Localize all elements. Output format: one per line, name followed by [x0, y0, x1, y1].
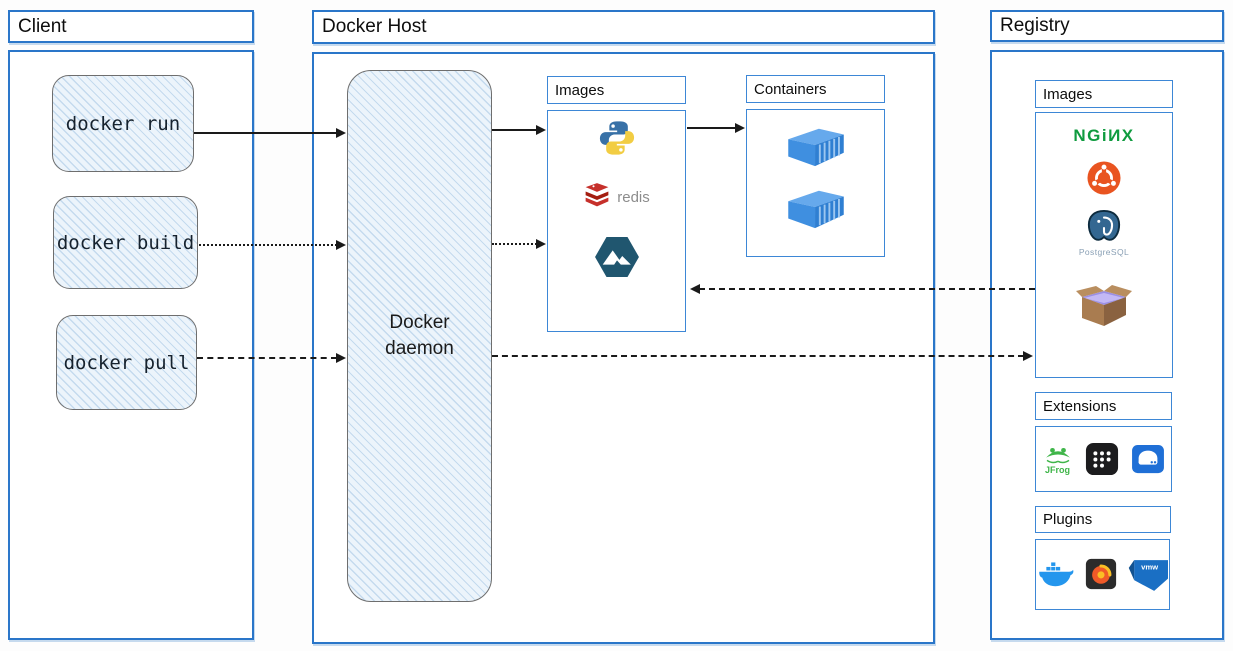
plugins-title-bar: Plugins [1035, 506, 1171, 533]
registry-images-list: NGiИX PostgreSQL [1035, 126, 1173, 328]
registry-images-panel [1035, 112, 1173, 378]
docker-build-box[interactable]: docker build [53, 196, 198, 289]
client-title-bar: Client [8, 10, 254, 43]
docker-run-box[interactable]: docker run [52, 75, 194, 172]
client-title: Client [18, 15, 67, 37]
docker-daemon-label: Docker daemon [385, 312, 454, 359]
docker-pull-box[interactable]: docker pull [56, 315, 197, 410]
nginx-wordmark: NGiИX [1073, 126, 1135, 145]
docker-pull-label: docker pull [63, 351, 190, 374]
docker-run-label: docker run [65, 112, 181, 135]
arrow-daemon-to-registry [492, 350, 1033, 362]
containers-title: Containers [754, 80, 827, 98]
python-icon [597, 118, 637, 158]
alpine-icon [594, 236, 640, 278]
disk-drive-icon [1131, 444, 1165, 474]
arrow-build-to-daemon [199, 239, 346, 251]
jfrog-label: JFrog [1044, 465, 1070, 475]
arrow-pull-to-daemon [197, 352, 346, 364]
nginx-icon: NGiИX [1073, 126, 1134, 146]
host-images-title: Images [555, 81, 605, 99]
vmware-label: vmw [1141, 562, 1158, 571]
extensions-title-bar: Extensions [1035, 392, 1172, 420]
host-images-list: redis [547, 118, 686, 278]
vmware-icon: vmw [1128, 557, 1168, 591]
extensions-list: JFrog [1035, 432, 1172, 486]
containers-title-bar: Containers [746, 75, 885, 103]
registry-images-title-bar: Images [1035, 80, 1173, 108]
container-icon [785, 124, 847, 168]
grafana-icon [1085, 558, 1117, 590]
redis-label: redis [617, 188, 650, 206]
extensions-title: Extensions [1043, 397, 1117, 415]
registry-images-title: Images [1043, 85, 1093, 103]
plugins-list: vmw [1035, 545, 1170, 603]
host-images-title-bar: Images [547, 76, 686, 104]
arrow-daemon-to-images-build [492, 238, 546, 250]
docker-host-title-bar: Docker Host [312, 10, 935, 44]
jfrog-icon: JFrog [1043, 443, 1073, 475]
docker-daemon-box[interactable]: Docker daemon [347, 70, 492, 602]
containers-list [746, 124, 885, 230]
ubuntu-icon [1087, 161, 1121, 195]
arrow-daemon-to-images [492, 124, 546, 136]
registry-title-bar: Registry [990, 10, 1224, 42]
arrow-registry-to-images [690, 283, 1035, 295]
redis-image-item: redis [583, 182, 650, 212]
plugins-title: Plugins [1043, 511, 1093, 528]
apps-grid-icon [1085, 442, 1119, 476]
postgresql-label: PostgreSQL [1078, 247, 1130, 257]
redis-icon [583, 182, 611, 212]
docker-build-label: docker build [56, 231, 195, 254]
container-icon [785, 186, 847, 230]
arrow-run-to-daemon [194, 127, 346, 139]
registry-title: Registry [1000, 15, 1070, 36]
docker-host-title: Docker Host [322, 16, 427, 37]
package-box-icon [1075, 282, 1133, 328]
docker-whale-icon [1038, 560, 1074, 588]
arrow-images-to-containers [687, 122, 745, 134]
postgresql-icon: PostgreSQL [1079, 210, 1129, 257]
